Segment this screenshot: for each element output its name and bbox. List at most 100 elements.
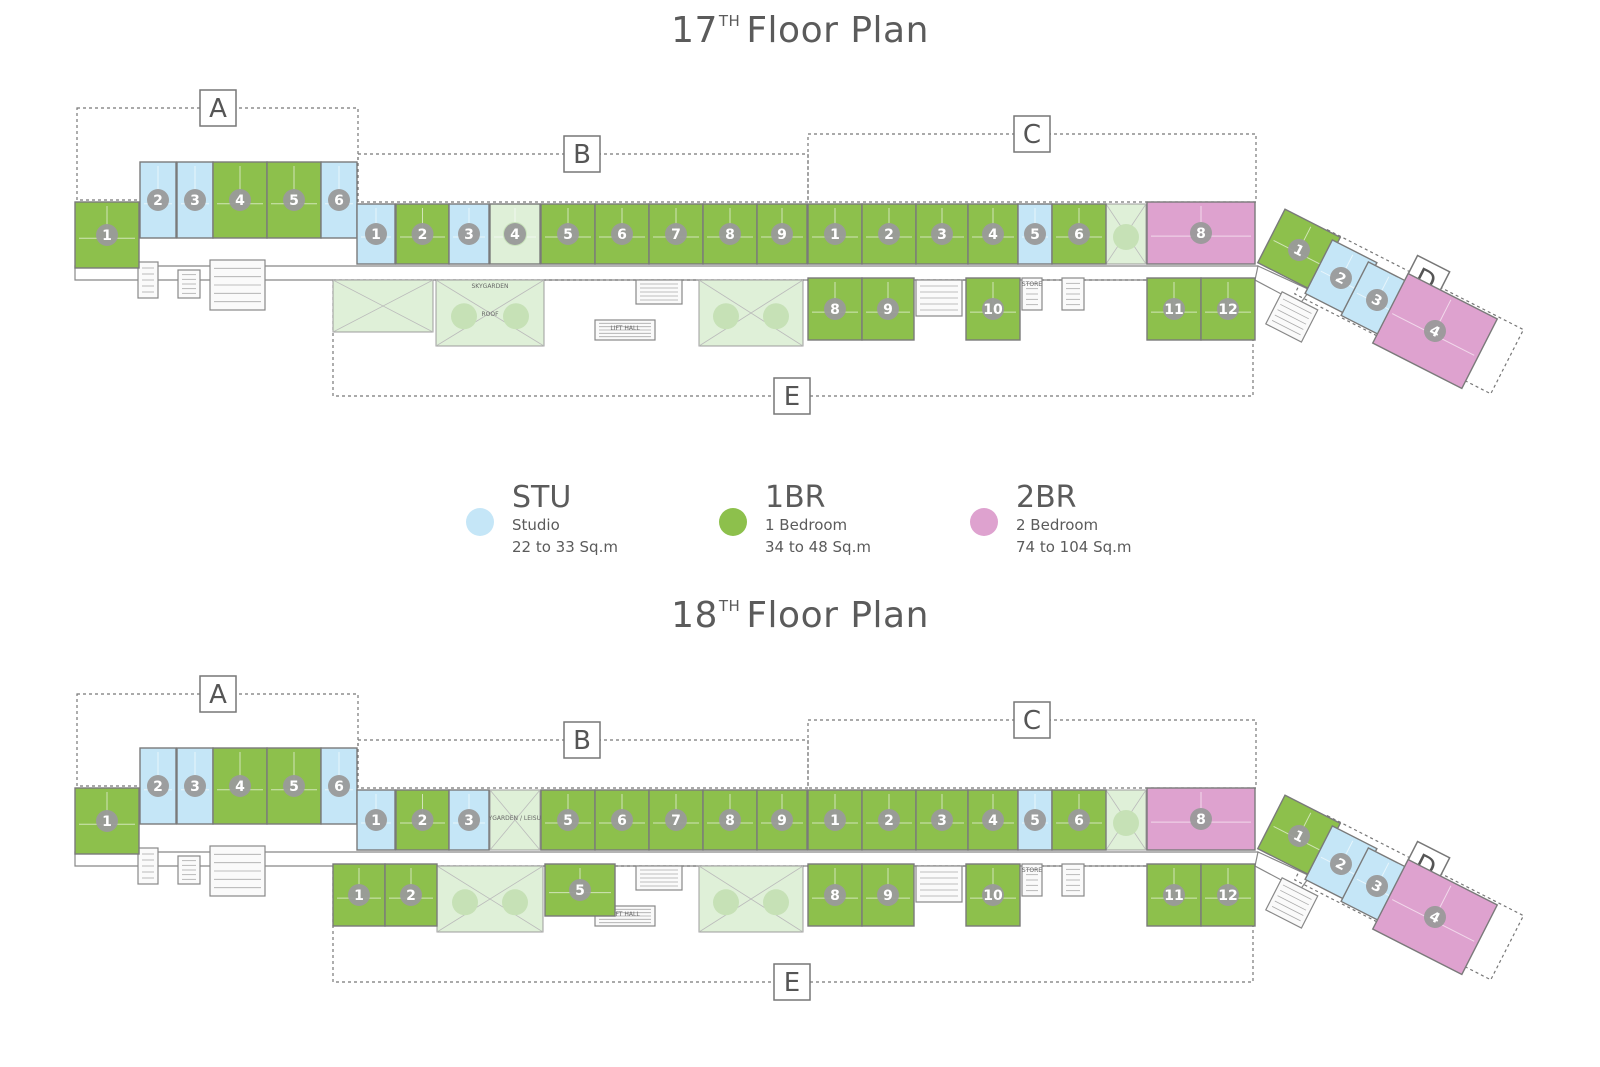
- unit-number: 4: [510, 227, 520, 243]
- unit-one_bed: 4: [967, 789, 1019, 851]
- zone-e-tag: [773, 377, 811, 415]
- unit-one_bed: 4: [212, 747, 268, 825]
- unit-studio: 3: [448, 203, 490, 265]
- diagonal: [698, 279, 804, 347]
- unit-number: 5: [563, 227, 573, 243]
- area-tag: SKYGARDEN: [471, 283, 508, 290]
- unit-number-badge: [982, 884, 1004, 906]
- unit-number-badge: [665, 809, 687, 831]
- unit-one_bed: 8: [807, 863, 863, 927]
- unit-studio: 6: [320, 161, 358, 239]
- tree-icon: [502, 889, 528, 916]
- unit-number: 8: [725, 813, 735, 829]
- unit-number: 1: [102, 814, 112, 830]
- unit-number: 4: [235, 193, 245, 209]
- zone-c-label: C: [1023, 706, 1041, 736]
- unit-one_bed: 7: [648, 789, 704, 851]
- legend-area: 22 to 33 Sq.m: [512, 538, 618, 556]
- unit-number-badge: [719, 223, 741, 245]
- legend-swatch: [719, 508, 747, 536]
- unit-number-badge: [1366, 875, 1388, 897]
- unit-one_bed: 2: [395, 203, 450, 265]
- unit-one_bed: 5: [544, 863, 616, 917]
- tree-icon: [503, 303, 529, 330]
- unit-number: 1: [371, 227, 381, 243]
- stair-tread: [1271, 905, 1301, 922]
- unit-studio: 3: [176, 747, 214, 825]
- unit-number: 9: [883, 888, 893, 904]
- unit-number-badge: [569, 879, 591, 901]
- unit-garden: 4: [489, 203, 541, 265]
- unit-one_bed: 5: [540, 789, 596, 851]
- floor-number: 17: [671, 10, 718, 51]
- unit-number-badge: [1163, 884, 1185, 906]
- tree-icon: [451, 303, 477, 330]
- stair-tread: [1274, 900, 1304, 916]
- unit-number-badge: [611, 223, 633, 245]
- unit-number: 8: [725, 227, 735, 243]
- unit-number-badge: [931, 223, 953, 245]
- stair-tread: [1282, 884, 1312, 900]
- stair-tread: [1277, 895, 1307, 911]
- zone-e-tag: [773, 963, 811, 1001]
- unit-one_bed: 3: [915, 789, 969, 851]
- unit-number: 11: [1164, 302, 1183, 318]
- unit-number-badge: [557, 223, 579, 245]
- unit-number-badge: [771, 809, 793, 831]
- unit-number-badge: [1424, 320, 1446, 342]
- unit-block: [648, 789, 704, 851]
- unit-number-badge: [611, 809, 633, 831]
- unit-number-badge: [824, 298, 846, 320]
- unit-number-badge: [400, 884, 422, 906]
- tree-icon: [763, 303, 789, 330]
- unit-one_bed: 5: [266, 161, 322, 239]
- unit-number-badge: [931, 809, 953, 831]
- wing-core: [1264, 876, 1319, 929]
- unit-one_bed: 4: [212, 161, 268, 239]
- zone-c-tag: [1013, 115, 1051, 153]
- unit-number-badge: [878, 809, 900, 831]
- unit-one_bed: 1: [74, 201, 140, 269]
- diagonal: [435, 279, 545, 347]
- unit-number: 6: [1074, 227, 1084, 243]
- unit-number-badge: [982, 223, 1004, 245]
- unit-number-badge: [557, 809, 579, 831]
- unit-one_bed: 2: [384, 863, 438, 927]
- unit-number: 7: [671, 813, 681, 829]
- floor-number: 18: [671, 595, 718, 636]
- unit-number: 12: [1218, 888, 1237, 904]
- unit-two_bed: 8: [1146, 787, 1256, 851]
- unit-number-badge: [365, 223, 387, 245]
- zone-c-tag: [1013, 701, 1051, 739]
- stair-tread: [1280, 303, 1309, 320]
- unit-one_bed: 9: [861, 863, 915, 927]
- unit-number-badge: [458, 809, 480, 831]
- unit-number: 5: [1030, 813, 1040, 829]
- unit-number: 5: [1030, 227, 1040, 243]
- unit-block: [1146, 787, 1256, 851]
- diagonal: [698, 865, 804, 933]
- zone-a-tag: [199, 89, 237, 127]
- unit-number-badge: [1190, 222, 1212, 244]
- unit-one_bed: 8: [807, 277, 863, 341]
- tree-icon: [1113, 224, 1139, 250]
- unit-number-badge: [348, 884, 370, 906]
- zone-a-tag: [199, 675, 237, 713]
- diagonal: [489, 789, 541, 851]
- unit-number-badge: [1330, 853, 1352, 875]
- unit-number-badge: [824, 809, 846, 831]
- unit-one_bed: 8: [702, 789, 758, 851]
- unit-number: 1: [371, 813, 381, 829]
- unit-number: 4: [988, 227, 998, 243]
- zone-c-label: C: [1023, 120, 1041, 150]
- unit-number: 5: [575, 883, 585, 899]
- unit-one_bed: 1: [807, 203, 863, 265]
- unit-number: 2: [153, 193, 163, 209]
- unit-two_bed: 8: [1146, 201, 1256, 265]
- unit-two_bed: 4: [1371, 272, 1499, 390]
- unit-number: 3: [937, 813, 947, 829]
- unit-number: 2: [418, 227, 428, 243]
- unit-number-badge: [1288, 825, 1310, 847]
